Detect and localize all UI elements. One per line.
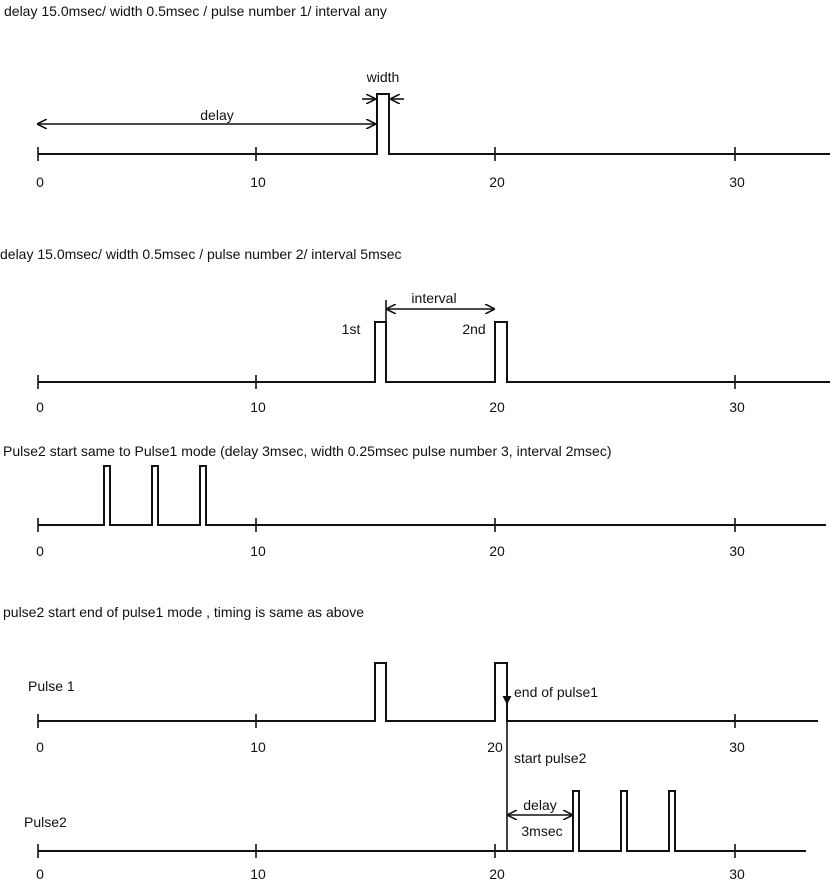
diagram-3-signal <box>38 465 826 526</box>
diagram-1-signal <box>38 93 830 155</box>
diagram-2-ticks <box>37 375 736 389</box>
diagram-2-tick-20: 20 <box>489 399 505 415</box>
diagram-3-tick-0: 0 <box>36 543 44 559</box>
diagram-4-top-tick-30: 30 <box>729 739 745 755</box>
diagram-4-bottom-tick-0: 0 <box>36 866 44 882</box>
diagram-4-top-tick-10: 10 <box>250 739 266 755</box>
diagram-4-delay-label: delay <box>523 797 556 813</box>
diagram-4-start-pulse2-label: start pulse2 <box>514 750 587 766</box>
diagram-1-ticks <box>37 147 736 161</box>
diagram-1: delay 15.0msec/ width 0.5msec / pulse nu… <box>4 3 830 190</box>
diagram-4-delay-value: 3msec <box>521 823 562 839</box>
diagram-3-tick-10: 10 <box>250 543 266 559</box>
diagram-2-tick-0: 0 <box>36 399 44 415</box>
diagram-1-caption: delay 15.0msec/ width 0.5msec / pulse nu… <box>4 3 387 19</box>
diagram-4-end-of-pulse1-label: end of pulse1 <box>514 684 598 700</box>
diagram-2-second-label: 2nd <box>462 321 485 337</box>
diagram-2-interval-label: interval <box>411 290 456 306</box>
diagram-4-pulse2-ticks <box>37 844 736 858</box>
diagram-1-tick-0: 0 <box>36 174 44 190</box>
diagram-4-pulse2-signal <box>38 790 806 852</box>
diagram-2-signal <box>38 321 830 383</box>
diagram-4-pulse2-label: Pulse2 <box>24 814 67 830</box>
diagram-4-bottom-tick-10: 10 <box>250 866 266 882</box>
diagram-2: delay 15.0msec/ width 0.5msec / pulse nu… <box>0 246 830 415</box>
diagram-4: pulse2 start end of pulse1 mode , timing… <box>3 604 818 882</box>
diagram-4-caption: pulse2 start end of pulse1 mode , timing… <box>3 604 364 620</box>
diagram-1-tick-10: 10 <box>250 174 266 190</box>
diagram-3-caption: Pulse2 start same to Pulse1 mode (delay … <box>3 443 612 459</box>
diagram-2-first-label: 1st <box>342 321 361 337</box>
diagram-4-top-tick-20: 20 <box>487 739 503 755</box>
diagram-3-ticks <box>37 518 736 532</box>
diagram-4-bottom-tick-20: 20 <box>489 866 505 882</box>
diagram-4-top-tick-0: 0 <box>36 739 44 755</box>
diagram-2-tick-10: 10 <box>250 399 266 415</box>
diagram-3: Pulse2 start same to Pulse1 mode (delay … <box>3 443 826 559</box>
diagram-1-delay-label: delay <box>200 107 233 123</box>
diagram-1-tick-30: 30 <box>729 174 745 190</box>
diagram-4-pulse1-signal <box>38 662 818 722</box>
diagram-4-pulse1-label: Pulse 1 <box>28 678 75 694</box>
diagram-4-bottom-tick-30: 30 <box>729 866 745 882</box>
diagram-2-caption: delay 15.0msec/ width 0.5msec / pulse nu… <box>0 246 402 262</box>
diagram-4-pulse1-ticks <box>37 714 736 728</box>
diagram-1-width-label: width <box>366 69 400 85</box>
diagram-1-tick-20: 20 <box>489 174 505 190</box>
diagram-2-tick-30: 30 <box>729 399 745 415</box>
diagram-3-tick-30: 30 <box>729 543 745 559</box>
diagram-3-tick-20: 20 <box>489 543 505 559</box>
